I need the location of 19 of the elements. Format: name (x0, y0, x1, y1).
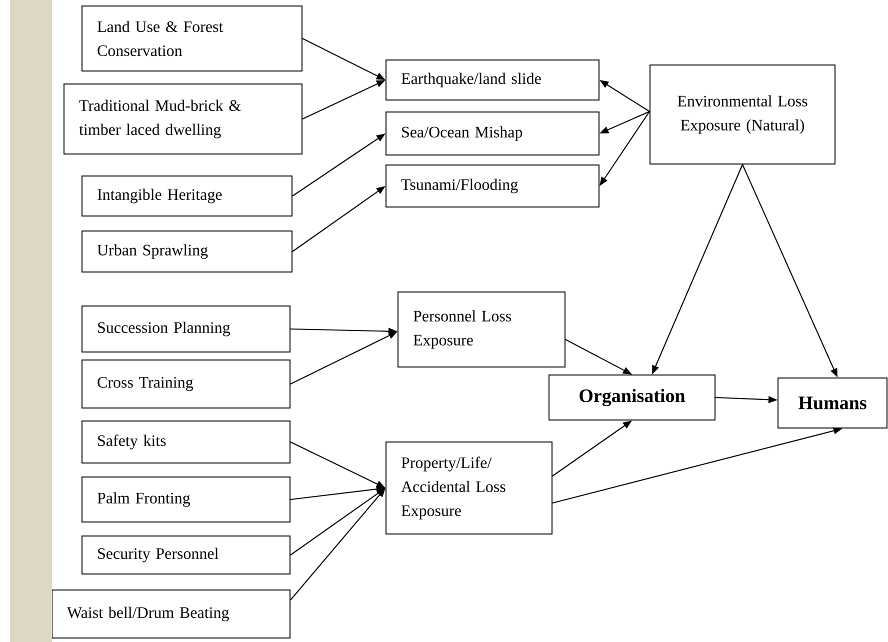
process-box: Humans (778, 378, 888, 428)
process-box: Waist bell/Drum Beating (52, 590, 290, 638)
process-box: Sea/Ocean Mishap (386, 112, 600, 156)
process-box: Palm Fronting (82, 476, 290, 522)
process-box: Environmental Loss Exposure (Natural) (650, 64, 836, 164)
process-box: Succession Planning (82, 306, 290, 352)
process-box: Land Use & Forest Conservation (82, 6, 302, 72)
process-box: Intangible Heritage (82, 176, 292, 216)
side-bar (10, 0, 52, 642)
process-box: Traditional Mud-brick & timber laced dwelling (64, 84, 302, 154)
process-box: Security Personnel (82, 536, 290, 574)
process-box: Urban Sprawling (82, 230, 292, 272)
process-box: Safety kits (82, 420, 290, 464)
process-box: Earthquake/land slide (386, 60, 600, 100)
process-box: Personnel Loss Exposure (398, 292, 566, 368)
process-box: Cross Training (82, 360, 290, 408)
process-box: Tsunami/Flooding (386, 164, 600, 208)
process-box: Property/Life/ Accidental Loss Exposure (386, 442, 552, 534)
process-box: Organisation (548, 374, 716, 420)
